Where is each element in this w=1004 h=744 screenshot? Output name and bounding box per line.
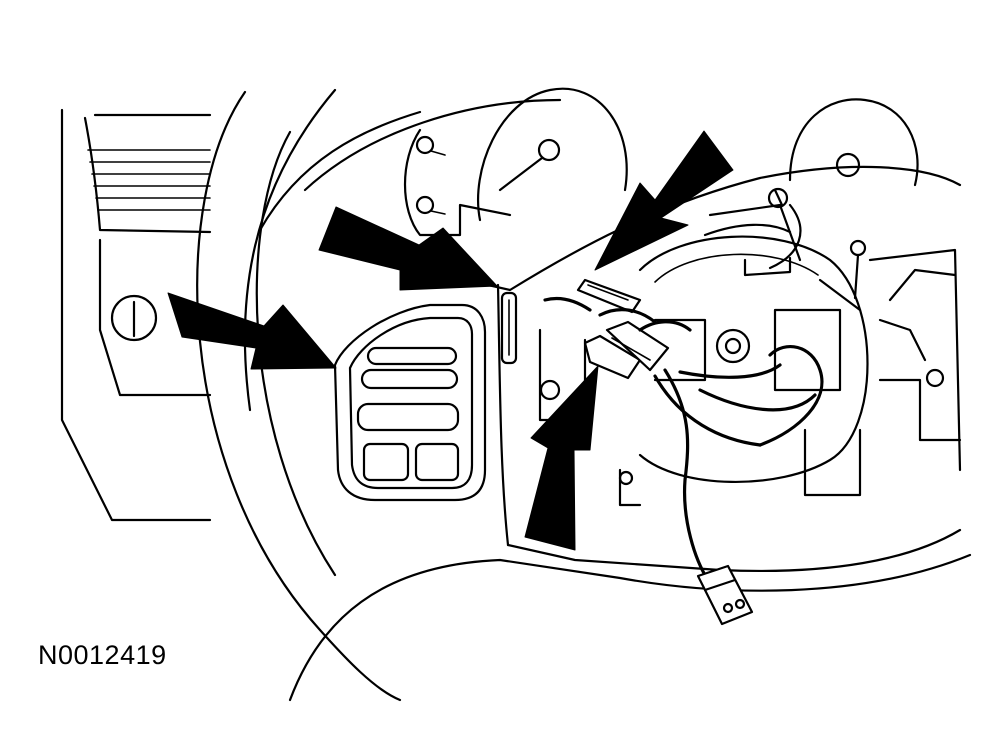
wire-retainer (576, 278, 642, 314)
switch-button-lower-left (362, 442, 410, 482)
arrow-to-switch-pad (167, 292, 337, 370)
switch-button-wide (356, 402, 460, 432)
instrument-cluster (404, 87, 919, 237)
arrow-to-clip (318, 206, 498, 291)
arrow-to-wire-retainer (594, 130, 734, 271)
dash-vent (60, 108, 212, 522)
steering-wheel-switch-pad (333, 303, 487, 502)
switch-button-second (360, 368, 459, 390)
figure-id-label: N0012419 (38, 640, 167, 670)
callout-arrows (167, 130, 734, 551)
two-pin-connector (696, 564, 754, 626)
electrical-connector (543, 296, 824, 582)
switch-button-top (366, 346, 458, 366)
clockspring-housing (538, 187, 962, 507)
retaining-clip (500, 291, 518, 365)
switch-button-lower-right (414, 442, 460, 482)
arrow-to-connector (524, 365, 599, 551)
